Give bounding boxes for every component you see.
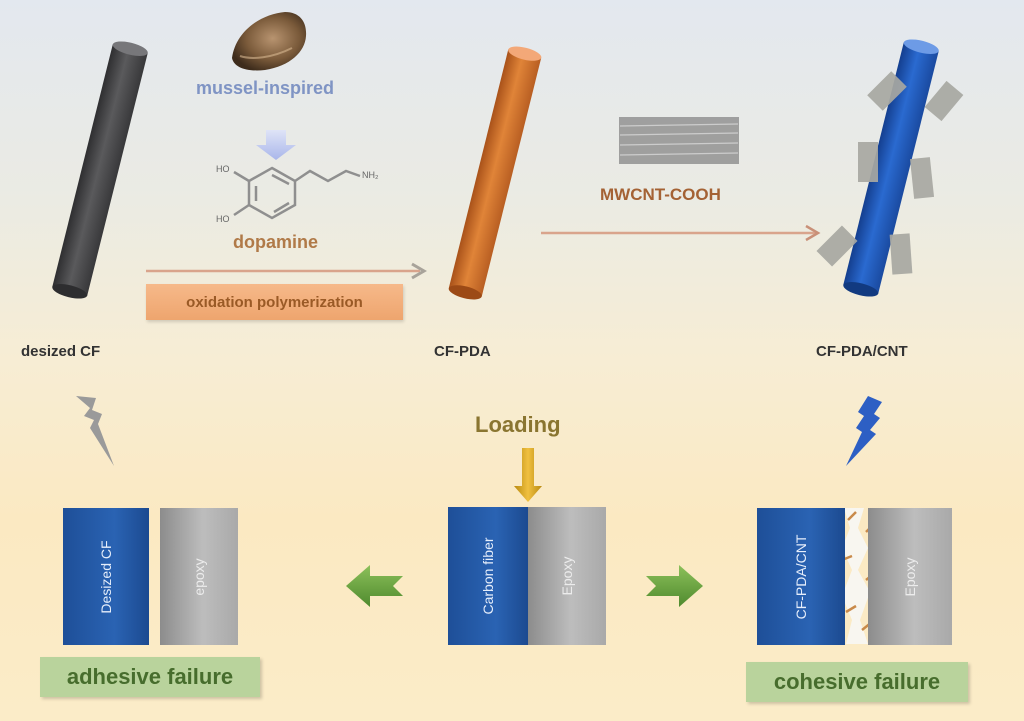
- epoxy-block-right-label: Epoxy: [902, 557, 918, 596]
- mwcnt-sheet-icon: [619, 117, 739, 164]
- loading-label: Loading: [475, 412, 561, 437]
- desized-cf-label: desized CF: [21, 343, 101, 360]
- cf-pda-cnt-block: CF-PDA/CNT: [757, 508, 845, 645]
- desized-cf-block: Desized CF: [63, 508, 149, 645]
- hydroxyl-top-label: HO: [216, 164, 230, 174]
- down-arrow-icon: [256, 130, 296, 160]
- cf-pda-cnt-block-label: CF-PDA/CNT: [793, 534, 809, 619]
- mwcnt-cooh-label: MWCNT-COOH: [600, 185, 721, 204]
- adhesive-failure-label: adhesive failure: [40, 657, 260, 697]
- epoxy-block-center-label: Epoxy: [559, 556, 575, 596]
- desized-cf-block-label: Desized CF: [98, 539, 114, 614]
- process-arrow-1: [146, 262, 427, 280]
- epoxy-block-center: Epoxy: [528, 507, 606, 645]
- epoxy-block-left-label: epoxy: [191, 557, 207, 596]
- cnt-patch: [816, 71, 964, 275]
- cf-pda-cnt-fiber: [816, 39, 964, 297]
- carbon-fiber-block: Carbon fiber: [448, 507, 528, 645]
- left-green-arrow-icon: [346, 565, 403, 607]
- mussel-shell-icon: [232, 12, 307, 71]
- carbon-fiber-block-label: Carbon fiber: [480, 537, 496, 615]
- epoxy-block-right: Epoxy: [868, 508, 952, 645]
- dopamine-structure: [233, 166, 361, 220]
- cf-pda-fiber: [448, 46, 542, 300]
- hydroxyl-bottom-label: HO: [216, 214, 230, 224]
- right-green-arrow-icon: [646, 565, 703, 607]
- mussel-inspired-label: mussel-inspired: [196, 78, 335, 98]
- epoxy-block-left: epoxy: [160, 508, 238, 645]
- desized-cf-fiber: [52, 41, 148, 299]
- amine-label: NH₂: [362, 170, 379, 180]
- process-arrow-2: [541, 224, 821, 242]
- cf-pda-cnt-label: CF-PDA/CNT: [816, 343, 908, 360]
- cf-pda-label: CF-PDA: [434, 343, 491, 360]
- loading-arrow-icon: [514, 448, 542, 502]
- crack-grey-icon: [76, 396, 114, 466]
- cohesive-failure-label: cohesive failure: [746, 662, 968, 702]
- dopamine-label: dopamine: [233, 232, 319, 252]
- oxidation-polymerization-label: oxidation polymerization: [146, 284, 403, 320]
- crack-blue-icon: [846, 396, 882, 466]
